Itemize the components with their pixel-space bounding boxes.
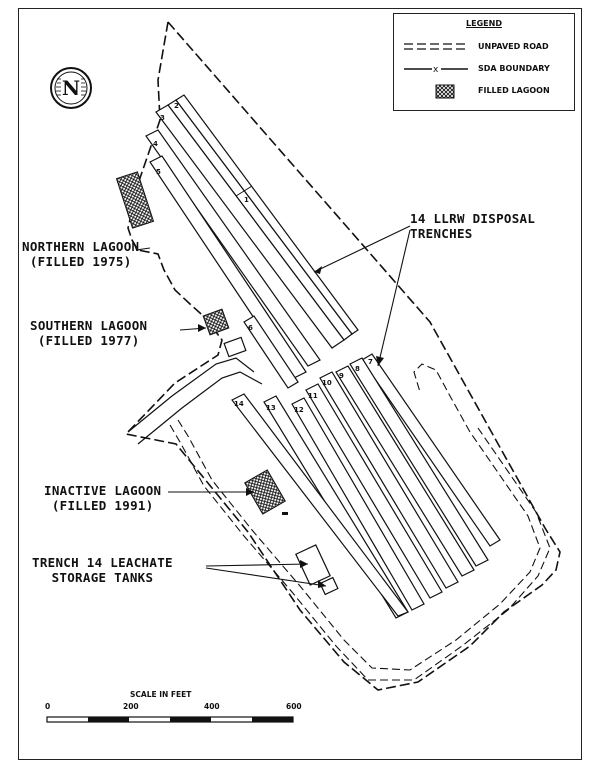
trench-divider: [235, 185, 253, 197]
trench-10: [319, 371, 459, 589]
leader-arrowheads: [198, 266, 384, 588]
trench-11: [305, 383, 443, 599]
legend-item-filled-lagoon: FILLED LAGOON: [402, 84, 572, 100]
trench-7: [361, 353, 501, 547]
trench-number: 1: [244, 196, 249, 204]
scale-bar: [46, 716, 294, 723]
trench-3: [155, 104, 345, 349]
lagoon-marker: [282, 512, 288, 515]
access-road: [137, 371, 263, 445]
trench-number: 4: [153, 140, 158, 148]
trench-number: 6: [248, 324, 253, 332]
unpaved-road: [169, 424, 551, 681]
trench-number: 7: [368, 358, 373, 366]
trench-number: 3: [160, 114, 165, 122]
scale-tick: 400: [204, 702, 220, 711]
legend-item-sda-boundary: x SDA BOUNDARY: [402, 62, 572, 78]
southern-lagoon: [202, 308, 230, 336]
annotation-inactive-lagoon: INACTIVE LAGOON (FILLED 1991): [44, 483, 162, 513]
trench-group-south: [231, 353, 501, 619]
trench-number: 5: [156, 168, 161, 176]
trench-number-labels: 1 2 3 4 5 6 7 8 9 10 11 12 13 14: [153, 102, 373, 414]
trench-number: 12: [294, 406, 304, 414]
trench-number: 9: [339, 372, 344, 380]
legend-title: LEGEND: [466, 19, 502, 28]
svg-text:N: N: [62, 76, 80, 100]
trench-number: 11: [308, 392, 318, 400]
crosshatch-square-icon: [435, 84, 455, 99]
trench-5: [149, 155, 307, 379]
scale-tick: 600: [286, 702, 302, 711]
annotation-leachate-tanks: TRENCH 14 LEACHATE STORAGE TANKS: [32, 555, 173, 585]
trench-2: [175, 94, 359, 335]
svg-text:x: x: [433, 65, 439, 75]
trench-4: [145, 129, 321, 367]
scale: SCALE IN FEET 0 200 400 600: [40, 690, 320, 730]
trench-number: 14: [234, 400, 244, 408]
trench-12: [291, 397, 425, 611]
northern-lagoon: [115, 171, 155, 229]
trench-number: 8: [355, 365, 360, 373]
trench-14: [231, 393, 409, 617]
map-frame: [18, 8, 582, 760]
scale-tick: 0: [45, 702, 51, 711]
leader-lines: [135, 225, 411, 587]
storage-tank-large: [295, 544, 331, 586]
storage-tank-small: [319, 576, 339, 596]
dash-x-line-icon: x: [404, 65, 468, 75]
legend-label: FILLED LAGOON: [478, 86, 550, 95]
sda-boundary: [124, 21, 561, 691]
annotation-disposal-trenches: 14 LLRW DISPOSAL TRENCHES: [410, 211, 536, 241]
unpaved-road: [177, 363, 541, 671]
inactive-lagoon: [244, 469, 286, 515]
lagoon-outlet: [223, 336, 247, 358]
trench-number: 10: [322, 379, 332, 387]
trench-9: [335, 365, 475, 577]
annotation-southern-lagoon: SOUTHERN LAGOON (FILLED 1977): [30, 318, 148, 348]
legend: LEGEND UNPAVED ROAD x SDA BOUNDARY FILLE…: [393, 13, 575, 111]
trench-6: [243, 315, 299, 389]
dashed-line-icon: [404, 43, 468, 50]
legend-label: UNPAVED ROAD: [478, 42, 549, 51]
legend-label: SDA BOUNDARY: [478, 64, 550, 73]
trench-number: 13: [266, 404, 276, 412]
access-road: [127, 357, 255, 433]
north-arrow-icon: N: [48, 65, 94, 111]
annotation-northern-lagoon: NORTHERN LAGOON (FILLED 1975): [22, 239, 140, 269]
trench-8: [349, 357, 489, 567]
legend-item-unpaved-road: UNPAVED ROAD: [402, 40, 572, 56]
scale-title: SCALE IN FEET: [130, 690, 192, 699]
trench-number: 2: [174, 102, 179, 110]
scale-tick: 200: [123, 702, 139, 711]
trench-group-north: [145, 94, 359, 389]
